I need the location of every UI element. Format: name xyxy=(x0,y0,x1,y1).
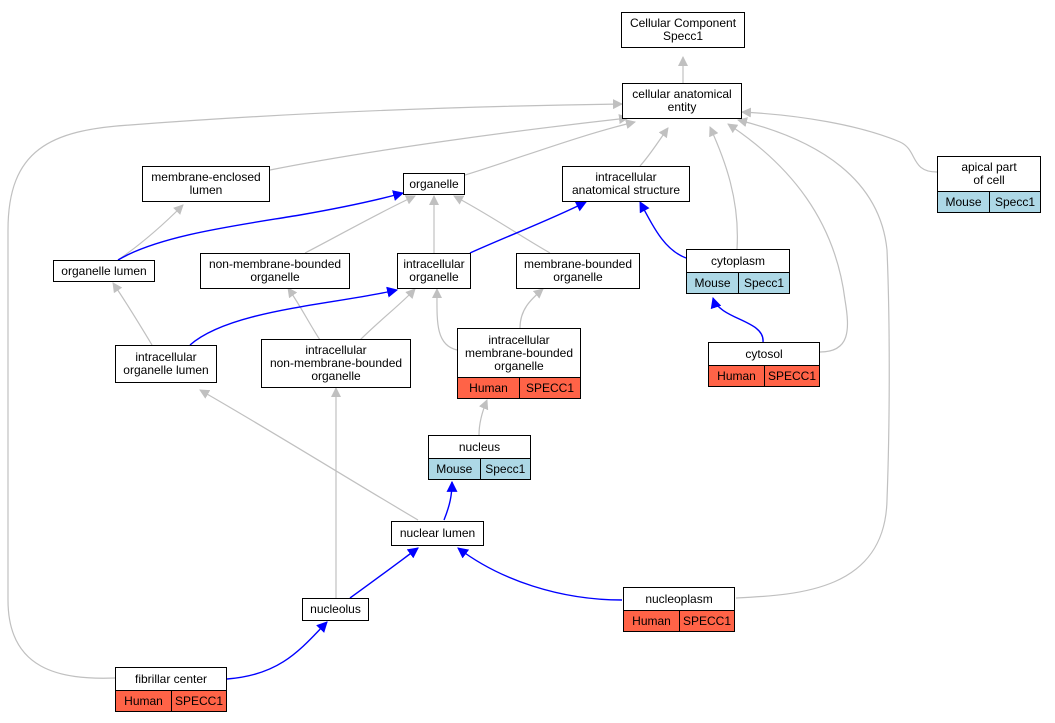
node-title: apical part of cell xyxy=(961,160,1017,187)
gene-cell: SPECC1 xyxy=(764,366,819,386)
annotation-row: Mouse Specc1 xyxy=(687,272,789,293)
node-title: nucleoplasm xyxy=(645,591,713,606)
species-cell: Human xyxy=(709,366,764,386)
node-organelle[interactable]: organelle xyxy=(403,173,465,195)
gene-cell: SPECC1 xyxy=(679,611,734,631)
edge-apical-to-cae xyxy=(741,107,938,173)
species-cell: Human xyxy=(624,611,679,631)
node-intracellular-non-membrane-bounded-organelle[interactable]: intracellular non-membrane-bounded organ… xyxy=(261,339,411,388)
edge-nlumen-to-nucleus xyxy=(443,480,458,521)
edge-ias-to-cae xyxy=(639,127,669,167)
node-apical-part-of-cell[interactable]: apical part of cell Mouse Specc1 xyxy=(937,156,1041,213)
node-title: nucleolus xyxy=(310,602,361,616)
node-cellular-anatomical-entity[interactable]: cellular anatomical entity xyxy=(622,83,742,119)
node-title: intracellular non-membrane-bounded organ… xyxy=(269,343,403,383)
node-title: non-membrane-bounded organelle xyxy=(208,257,342,284)
edge-cytosol-to-cae xyxy=(727,123,849,353)
edge-cytoplasm-to-cae xyxy=(709,126,738,250)
node-membrane-enclosed-lumen[interactable]: membrane-enclosed lumen xyxy=(142,166,270,202)
edge-nucleolus-to-nlumen xyxy=(349,547,419,599)
edge-olumen-to-mel xyxy=(117,204,184,261)
edge-imbo-to-io xyxy=(431,288,458,351)
species-cell: Mouse xyxy=(687,273,738,293)
node-title: Cellular Component Specc1 xyxy=(629,16,737,43)
annotation-row: Mouse Specc1 xyxy=(938,191,1040,212)
edge-iol-to-olumen xyxy=(112,282,153,346)
node-intracellular-membrane-bounded-organelle[interactable]: intracellular membrane-bounded organelle… xyxy=(457,328,581,399)
edge-olumen-to-organelle xyxy=(117,190,405,261)
edge-mbo-to-organelle xyxy=(453,195,551,254)
species-cell: Mouse xyxy=(938,192,989,212)
gene-cell: Specc1 xyxy=(989,192,1040,212)
node-intracellular-anatomical-structure[interactable]: intracellular anatomical structure xyxy=(562,166,690,202)
node-title: fibrillar center xyxy=(134,671,208,686)
node-title: cytosol xyxy=(745,346,783,361)
annotation-row: Human SPECC1 xyxy=(709,365,819,386)
annotation-row: Human SPECC1 xyxy=(624,610,734,631)
node-nucleoplasm[interactable]: nucleoplasm Human SPECC1 xyxy=(623,587,735,632)
edge-iol-to-io xyxy=(189,286,399,346)
edge-fibrillar-to-cae xyxy=(7,99,623,679)
node-intracellular-organelle[interactable]: intracellular organelle xyxy=(397,253,471,289)
annotation-row: Human SPECC1 xyxy=(116,690,226,711)
node-organelle-lumen[interactable]: organelle lumen xyxy=(53,260,155,282)
node-title: organelle xyxy=(409,176,459,191)
node-non-membrane-bounded-organelle[interactable]: non-membrane-bounded organelle xyxy=(200,253,350,289)
edge-mel-to-cae xyxy=(269,114,629,171)
annotation-row: Mouse Specc1 xyxy=(429,458,530,479)
node-fibrillar-center[interactable]: fibrillar center Human SPECC1 xyxy=(115,667,227,712)
node-title: intracellular organelle lumen xyxy=(123,350,209,377)
edge-imbo-to-mbo xyxy=(519,288,544,329)
node-title: cytoplasm xyxy=(710,253,766,268)
node-title: nucleus xyxy=(458,439,501,454)
gene-cell: SPECC1 xyxy=(171,691,226,711)
edge-nmbo-to-organelle xyxy=(304,195,416,254)
edge-inmbo-to-nmbo xyxy=(287,287,321,341)
node-title: membrane-enclosed lumen xyxy=(151,170,261,197)
species-cell: Human xyxy=(116,691,171,711)
node-nucleus[interactable]: nucleus Mouse Specc1 xyxy=(428,435,531,480)
node-cellular-component-specc1[interactable]: Cellular Component Specc1 xyxy=(621,12,745,48)
node-cytoplasm[interactable]: cytoplasm Mouse Specc1 xyxy=(686,249,790,294)
edge-organelle-to-cae xyxy=(464,119,636,176)
node-cytosol[interactable]: cytosol Human SPECC1 xyxy=(708,342,820,387)
edge-io-to-ias xyxy=(469,201,587,254)
annotation-row: Human SPECC1 xyxy=(458,377,580,398)
edge-nucleoplasm-to-nlumen xyxy=(457,547,623,601)
edge-nucleoplasm-to-cae xyxy=(735,117,890,599)
species-cell: Mouse xyxy=(429,459,480,479)
node-intracellular-organelle-lumen[interactable]: intracellular organelle lumen xyxy=(115,345,217,383)
edge-nucleus-to-imbo xyxy=(478,399,489,436)
node-title: intracellular membrane-bounded organelle xyxy=(464,332,574,373)
edge-cytosol-to-cytoplasm xyxy=(710,296,764,343)
edge-cytoplasm-to-ias xyxy=(639,201,687,259)
edge-nlumen-to-iol xyxy=(199,389,419,521)
node-title: cellular anatomical entity xyxy=(632,87,732,114)
node-membrane-bounded-organelle[interactable]: membrane-bounded organelle xyxy=(516,253,640,289)
node-title: intracellular organelle xyxy=(403,257,465,284)
node-nuclear-lumen[interactable]: nuclear lumen xyxy=(391,521,484,546)
node-title: nuclear lumen xyxy=(399,526,476,540)
edge-inmbo-to-io xyxy=(359,288,416,341)
gene-cell: SPECC1 xyxy=(519,378,580,398)
gene-cell: Specc1 xyxy=(479,459,530,479)
node-title: membrane-bounded organelle xyxy=(523,257,633,284)
species-cell: Human xyxy=(458,378,519,398)
edge-fibrillar-to-nucleolus xyxy=(226,621,328,680)
gene-cell: Specc1 xyxy=(738,273,789,293)
node-nucleolus[interactable]: nucleolus xyxy=(302,598,369,621)
node-title: intracellular anatomical structure xyxy=(571,170,681,197)
node-title: organelle lumen xyxy=(61,263,147,278)
